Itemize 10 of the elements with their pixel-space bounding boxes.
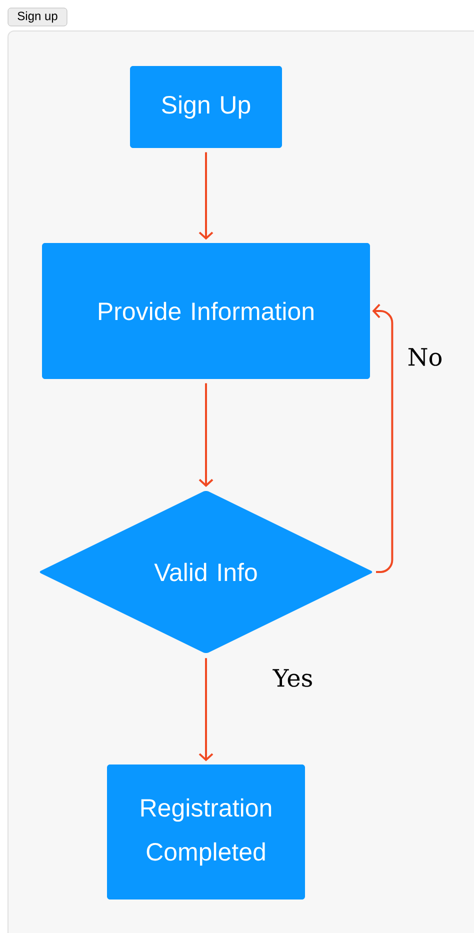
edge-label: No <box>405 346 445 368</box>
arrow <box>198 152 214 240</box>
process-box: Registration Completed <box>107 764 305 900</box>
arrow <box>198 383 214 487</box>
arrow <box>372 304 394 573</box>
arrow <box>198 658 214 762</box>
process-box: Provide Information <box>42 243 370 379</box>
edge-label: Yes <box>270 667 316 689</box>
sign-up-button: Sign up <box>8 8 68 26</box>
process-box: Sign Up <box>130 66 282 148</box>
